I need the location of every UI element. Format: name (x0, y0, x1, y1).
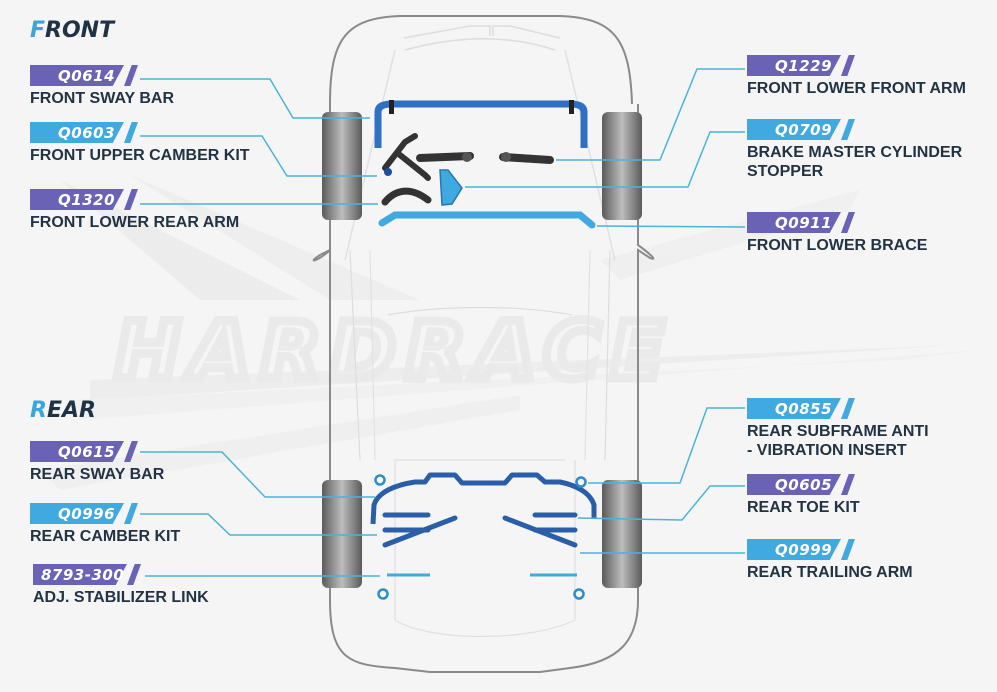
rear-sway-bar (370, 472, 597, 525)
part-label: REAR SWAY BAR (30, 466, 165, 483)
part-label-line2: STOPPER (747, 163, 824, 180)
part-code-badge: Q0996 (30, 503, 180, 524)
rear-left-wheel (322, 480, 362, 588)
part-label: FRONT LOWER FRONT ARM (747, 80, 966, 97)
front-upper-camber-arm (382, 133, 431, 181)
part-label: ADJ. STABILIZER LINK (33, 589, 209, 606)
part-code-badge: 8793-300 (33, 564, 209, 585)
leader-q0603 (140, 135, 377, 177)
part-label: FRONT LOWER REAR ARM (30, 214, 240, 231)
part-code-badge: Q1320 (30, 189, 239, 210)
rear-camber-arms-left (382, 512, 458, 548)
leader-q1229 (556, 68, 745, 161)
part-label: FRONT LOWER BRACE (747, 237, 928, 254)
callout-front-lower-brace[interactable]: Q0911 FRONT LOWER BRACE (747, 212, 927, 255)
part-label: REAR TRAILING ARM (747, 564, 913, 581)
subframe-insert (573, 588, 585, 600)
part-label: FRONT UPPER CAMBER KIT (30, 147, 250, 164)
car-outline (312, 15, 655, 673)
leader-q0614 (140, 78, 370, 119)
front-right-wheel (602, 112, 642, 220)
part-label: REAR SUBFRAME ANTI (747, 423, 929, 440)
part-code-badge: Q0855 (747, 398, 929, 419)
leader-lines (140, 68, 746, 577)
callout-rear-sway-bar[interactable]: Q0615 REAR SWAY BAR (30, 441, 164, 484)
callout-front-sway-bar[interactable]: Q0614 FRONT SWAY BAR (30, 65, 174, 108)
rear-section-title: REAR (30, 398, 96, 423)
callout-brake-master-cylinder-stopper[interactable]: Q0709 BRAKE MASTER CYLINDER STOPPER (747, 119, 962, 181)
sway-bar-bushing (389, 100, 394, 114)
front-section-title: FRONT (30, 18, 115, 43)
wheels (322, 112, 642, 588)
part-label: REAR TOE KIT (747, 499, 860, 516)
brake-master-cylinder-stopper (439, 169, 463, 206)
front-left-wheel (322, 112, 362, 220)
part-code-badge: Q0911 (747, 212, 927, 233)
sway-bar-bushing (569, 100, 574, 114)
part-code-badge: Q0605 (747, 474, 860, 495)
front-lower-rear-arm (381, 187, 432, 206)
callout-front-upper-camber-kit[interactable]: Q0603 FRONT UPPER CAMBER KIT (30, 122, 250, 165)
callout-front-lower-front-arm[interactable]: Q1229 FRONT LOWER FRONT ARM (747, 55, 966, 98)
leader-q0996 (140, 513, 377, 536)
part-label-line2: - VIBRATION INSERT (747, 442, 907, 459)
watermark-text: HARDRACE (115, 307, 674, 397)
leader-q0709 (465, 131, 745, 188)
front-lower-brace (378, 211, 596, 229)
part-code-badge: Q0614 (30, 65, 174, 86)
rear-toe-trailing-arms-right (502, 512, 578, 548)
front-sway-bar (374, 100, 588, 148)
callout-rear-trailing-arm[interactable]: Q0999 REAR TRAILING ARM (747, 539, 913, 582)
part-label: REAR CAMBER KIT (30, 528, 181, 545)
part-code-badge: Q0709 (747, 119, 962, 140)
front-parts (374, 100, 596, 229)
callout-rear-subframe-insert[interactable]: Q0855 REAR SUBFRAME ANTI - VIBRATION INS… (747, 398, 929, 460)
callout-rear-camber-kit[interactable]: Q0996 REAR CAMBER KIT (30, 503, 180, 546)
rear-parts (370, 472, 597, 600)
callout-adj-stabilizer-link[interactable]: 8793-300 ADJ. STABILIZER LINK (33, 564, 209, 607)
part-label: BRAKE MASTER CYLINDER (747, 144, 963, 161)
leader-q0911 (596, 225, 746, 228)
front-lower-front-arm-left (416, 152, 474, 162)
leader-q0855 (588, 407, 745, 484)
subframe-insert (377, 588, 389, 600)
part-code-badge: Q0999 (747, 539, 913, 560)
callout-rear-toe-kit[interactable]: Q0605 REAR TOE KIT (747, 474, 860, 517)
part-code-badge: Q0603 (30, 122, 250, 143)
callout-front-lower-rear-arm[interactable]: Q1320 FRONT LOWER REAR ARM (30, 189, 239, 232)
rear-right-wheel (602, 480, 642, 588)
leader-q0605 (577, 485, 745, 521)
subframe-insert (575, 476, 587, 488)
part-code-badge: Q0615 (30, 441, 164, 462)
part-code-badge: Q1229 (747, 55, 966, 76)
part-label: FRONT SWAY BAR (30, 90, 175, 107)
subframe-insert (374, 474, 386, 486)
leader-q0615 (140, 451, 375, 498)
